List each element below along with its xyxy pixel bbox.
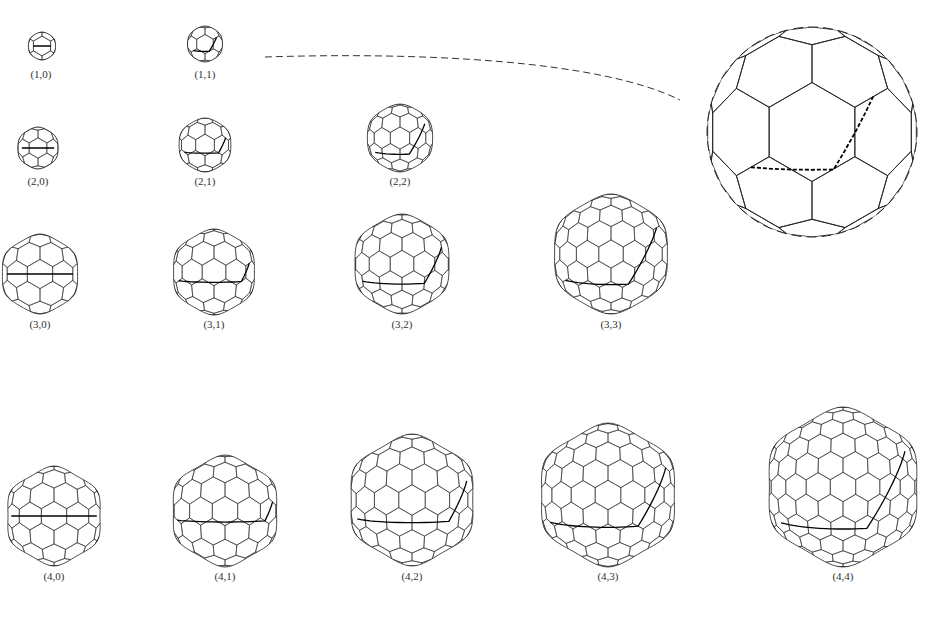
zoom-leader-line (265, 56, 680, 100)
capsid-figure (763, 407, 923, 567)
hexagon-lattice (708, 27, 917, 237)
capsid-figure (366, 104, 434, 172)
index-label: (4,0) (43, 570, 64, 583)
hexagon-lattice (551, 194, 671, 314)
hexagon-lattice (28, 32, 55, 60)
hk-path (781, 451, 905, 529)
hexagon-lattice (0, 234, 80, 314)
capsid-outline (173, 455, 276, 567)
hk-path (11, 515, 97, 516)
capsid-figure (707, 27, 917, 237)
capsid-figure (17, 127, 59, 169)
capsid-figure (178, 118, 232, 172)
index-label: (4,4) (832, 570, 853, 583)
capsid-figure (171, 229, 257, 315)
hexagon-lattice (187, 26, 223, 62)
hexagon-lattice (763, 407, 923, 567)
capsid-figure (169, 455, 281, 567)
index-label: (2,1) (194, 175, 215, 188)
capsid-outline (355, 214, 449, 314)
hexagon-lattice (169, 455, 281, 567)
index-label: (3,1) (203, 318, 224, 331)
hexagon-lattice (366, 104, 434, 172)
capsid-outline (28, 32, 55, 60)
hk-path (184, 138, 225, 153)
index-label: (4,2) (401, 570, 422, 583)
capsid-outline (18, 127, 58, 169)
index-label: (2,2) (389, 175, 410, 188)
index-label: (1,1) (194, 68, 215, 81)
index-label: (3,3) (600, 318, 621, 331)
hk-path (362, 247, 441, 284)
hk-path (565, 228, 656, 285)
hexagon-lattice (171, 229, 257, 315)
hk-path (357, 481, 466, 523)
capsid-figure (0, 234, 80, 314)
capsid-figure (352, 214, 452, 314)
index-label: (4,1) (214, 570, 235, 583)
capsid-outline (769, 407, 917, 567)
capsid-outline (555, 194, 668, 314)
hk-path (22, 147, 54, 148)
hexagon-lattice (178, 118, 232, 172)
hexagon-lattice (352, 214, 452, 314)
hk-path (33, 45, 51, 46)
index-label: (3,0) (29, 318, 50, 331)
capsid-outline (2, 234, 77, 314)
capsid-figure (551, 194, 671, 314)
hk-path (193, 37, 216, 51)
capsid-figure (346, 434, 478, 566)
capsid-outline (351, 434, 473, 566)
capsid-outline (188, 26, 223, 62)
capsid-outline (542, 423, 675, 567)
hexagon-lattice (4, 466, 104, 566)
index-label: (1,0) (30, 68, 51, 81)
capsid-outline (174, 229, 255, 315)
capsid-figure (28, 32, 55, 60)
index-label: (4,3) (597, 570, 618, 583)
hk-path (375, 124, 425, 155)
capsid-outline (367, 104, 432, 172)
capsid-outline (707, 27, 917, 237)
hk-path (751, 97, 873, 170)
index-label: (3,2) (391, 318, 412, 331)
capsid-figure (4, 466, 104, 566)
hexagon-lattice (536, 423, 680, 567)
capsid-figure (536, 423, 680, 567)
hk-path (177, 502, 272, 522)
capsid-figure (187, 26, 223, 62)
hk-path (179, 263, 250, 282)
index-label: (2,0) (27, 175, 48, 188)
hexagon-lattice (346, 434, 478, 566)
hexagon-lattice (17, 127, 59, 169)
hk-path (550, 468, 665, 528)
hk-path (7, 273, 73, 274)
capsid-outline (8, 466, 100, 566)
capsid-outline (179, 118, 231, 172)
